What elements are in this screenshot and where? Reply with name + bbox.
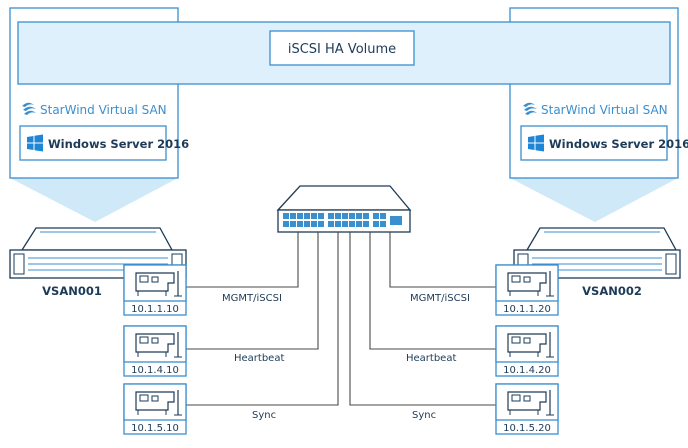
left-nic-icon-sync xyxy=(123,383,187,421)
network-links xyxy=(186,232,496,406)
link-label-mgmt-right: MGMT/iSCSI xyxy=(410,293,470,304)
left-ip-mgmt: 10.1.1.10 xyxy=(131,304,179,315)
starwind-left-label: StarWind Virtual SAN xyxy=(40,103,167,117)
left-nic-icon-heartbeat xyxy=(123,325,187,363)
link-mgmt-right xyxy=(389,232,496,288)
right-ip-mgmt: 10.1.1.20 xyxy=(503,304,551,315)
right-nic-icon-heartbeat xyxy=(495,325,559,363)
right-server-projection xyxy=(510,178,678,222)
left-server-name: VSAN001 xyxy=(42,284,102,298)
right-nic-icon-sync xyxy=(495,383,559,421)
ha-volume-label-box xyxy=(269,30,415,66)
link-label-sync-left: Sync xyxy=(252,410,276,421)
link-sync-right xyxy=(349,232,496,406)
starwind-right-label: StarWind Virtual SAN xyxy=(541,103,668,117)
right-ip-sync: 10.1.5.20 xyxy=(503,423,551,434)
link-mgmt-left xyxy=(186,232,299,288)
link-label-mgmt-left: MGMT/iSCSI xyxy=(222,293,282,304)
left-os-label: Windows Server 2016 xyxy=(48,137,189,151)
link-heartbeat-left xyxy=(186,232,319,350)
link-label-heartbeat-left: Heartbeat xyxy=(234,353,284,364)
link-heartbeat-right xyxy=(369,232,496,350)
link-label-heartbeat-right: Heartbeat xyxy=(406,353,456,364)
right-server-name: VSAN002 xyxy=(582,284,642,298)
ha-volume-title: iSCSI HA Volume xyxy=(288,42,396,57)
left-ip-sync: 10.1.5.10 xyxy=(131,423,179,434)
network-switch-icon xyxy=(276,185,412,233)
left-os-box xyxy=(19,125,167,161)
left-ip-heartbeat: 10.1.4.10 xyxy=(131,365,179,376)
right-nic-icon-mgmt xyxy=(495,264,559,302)
right-os-label: Windows Server 2016 xyxy=(549,137,688,151)
left-nic-icon-mgmt xyxy=(123,264,187,302)
left-server-projection xyxy=(10,178,178,222)
right-os-box xyxy=(520,125,668,161)
right-ip-heartbeat: 10.1.4.20 xyxy=(503,365,551,376)
link-sync-left xyxy=(186,232,339,406)
link-label-sync-right: Sync xyxy=(412,410,436,421)
